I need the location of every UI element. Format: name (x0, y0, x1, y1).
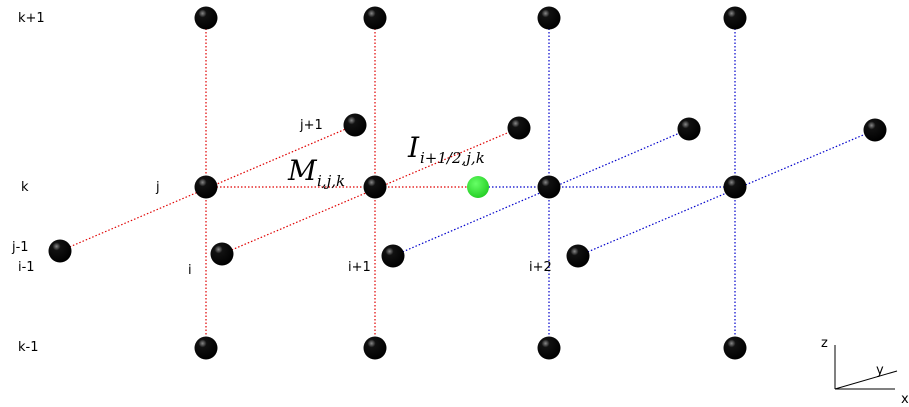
node-center-m (363, 175, 387, 199)
axis-label-y: y (876, 363, 884, 378)
node (723, 336, 747, 360)
label-j-minus-1: j-1 (11, 240, 29, 255)
node (723, 6, 747, 30)
label-j: j (155, 180, 160, 195)
math-label-m: M i,j,k (287, 154, 345, 190)
node (863, 118, 887, 142)
node (537, 6, 561, 30)
node (566, 244, 590, 268)
node (363, 6, 387, 30)
node (194, 336, 218, 360)
label-k-minus-1: k-1 (18, 340, 39, 355)
axis-label-x: x (901, 392, 909, 407)
axes-indicator: z y x (821, 336, 909, 407)
blue-grid-lines (392, 18, 876, 348)
label-k-plus-1: k+1 (18, 11, 45, 26)
node (363, 336, 387, 360)
node (194, 175, 218, 199)
math-m-main: M (287, 154, 318, 187)
axis-label-z: z (821, 336, 828, 351)
node (381, 244, 405, 268)
node (537, 175, 561, 199)
node (677, 117, 701, 141)
node (210, 242, 234, 266)
label-k: k (21, 180, 29, 195)
math-m-subscript: i,j,k (317, 172, 345, 190)
node (343, 113, 367, 137)
node (194, 6, 218, 30)
math-label-i: I i+1/2,j,k (407, 131, 485, 167)
y-axis-line (834, 370, 898, 390)
math-i-subscript: i+1/2,j,k (420, 149, 485, 167)
label-i-plus-2: i+2 (529, 260, 552, 275)
math-i-main: I (407, 131, 420, 164)
label-i-plus-1: i+1 (348, 260, 371, 275)
interface-node (467, 176, 489, 198)
node (723, 175, 747, 199)
grid-nodes (48, 6, 887, 360)
label-j-plus-1: j+1 (299, 118, 323, 133)
diagonal-line-i (59, 124, 356, 252)
node (507, 116, 531, 140)
label-i: i (188, 263, 192, 278)
node (48, 239, 72, 263)
node (537, 336, 561, 360)
label-i-minus-1: i-1 (18, 260, 35, 275)
